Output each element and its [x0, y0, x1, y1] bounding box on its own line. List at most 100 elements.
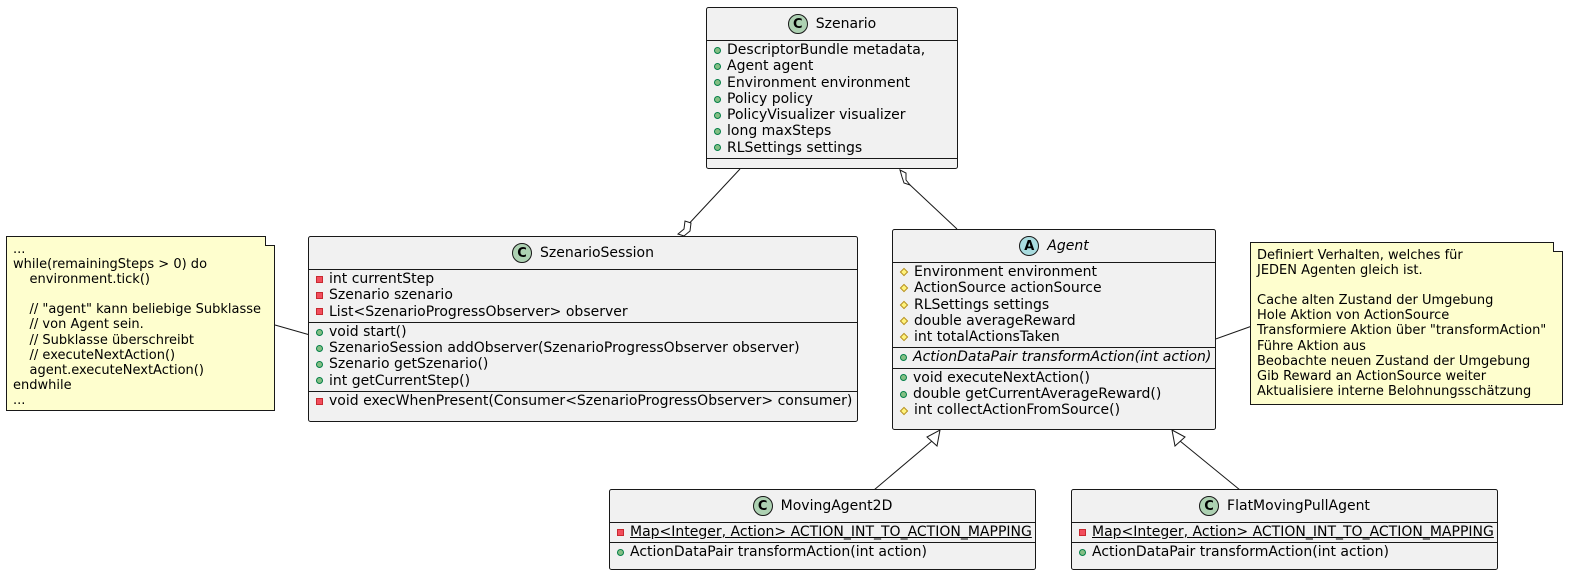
- public-visibility-icon: [714, 46, 721, 54]
- field-row: Environment environment: [707, 75, 957, 91]
- note-line: ...: [13, 392, 26, 408]
- methods-section: [707, 159, 957, 168]
- field-row: int currentStep: [309, 271, 857, 287]
- class-szenario[interactable]: C Szenario DescriptorBundle metadata, Ag…: [706, 7, 958, 169]
- note-line: ...: [13, 242, 26, 257]
- protected-visibility-icon: [900, 284, 908, 292]
- private-visibility-icon: [617, 528, 624, 536]
- field-row: Map<Integer, Action> ACTION_INT_TO_ACTIO…: [1072, 524, 1497, 540]
- class-szenario-session[interactable]: C SzenarioSession int currentStep Szenar…: [308, 236, 858, 422]
- field-row: double averageReward: [893, 313, 1215, 329]
- class-c-icon: C: [752, 496, 773, 516]
- abstract-methods-section: ActionDataPair transformAction(int actio…: [893, 348, 1215, 369]
- public-visibility-icon: [714, 144, 721, 152]
- class-agent[interactable]: A Agent Environment environment ActionSo…: [892, 229, 1216, 430]
- note-line: Transformiere Aktion über "transformActi…: [1257, 323, 1547, 339]
- fields-section: int currentStep Szenario szenario List<S…: [309, 270, 857, 323]
- abstract-a-icon: A: [1019, 236, 1040, 256]
- edge-moving-agent-inherit: [873, 440, 933, 491]
- public-visibility-icon: [617, 548, 624, 556]
- public-visibility-icon: [714, 79, 721, 87]
- method-row: ActionDataPair transformAction(int actio…: [1072, 544, 1497, 560]
- field-row: DescriptorBundle metadata,: [707, 42, 957, 58]
- class-header: C Szenario: [707, 8, 957, 41]
- edge-szenario-session: [683, 168, 741, 230]
- note-line: // "agent" kann beliebige Subklasse: [13, 302, 262, 318]
- private-visibility-icon: [316, 291, 323, 299]
- public-visibility-icon: [714, 62, 721, 70]
- method-row: void start(): [309, 324, 857, 340]
- note-line: environment.tick(): [13, 272, 150, 288]
- class-flat-moving-pull-agent[interactable]: C FlatMovingPullAgent Map<Integer, Actio…: [1071, 489, 1498, 570]
- note-line: JEDEN Agenten gleich ist.: [1257, 263, 1423, 279]
- class-c-icon: C: [512, 243, 533, 263]
- field-row: Environment environment: [893, 264, 1215, 280]
- field-row: Map<Integer, Action> ACTION_INT_TO_ACTIO…: [610, 524, 1035, 540]
- note-fold-corner: [265, 236, 275, 246]
- method-row: ActionDataPair transformAction(int actio…: [610, 544, 1035, 560]
- field-row: ActionSource actionSource: [893, 280, 1215, 296]
- private-visibility-icon: [316, 308, 323, 316]
- field-row: RLSettings settings: [707, 140, 957, 156]
- protected-visibility-icon: [900, 268, 908, 276]
- field-row: Agent agent: [707, 58, 957, 74]
- class-moving-agent-2d[interactable]: C MovingAgent2D Map<Integer, Action> ACT…: [609, 489, 1036, 570]
- note-line: Hole Aktion von ActionSource: [1257, 308, 1450, 324]
- fields-section: DescriptorBundle metadata, Agent agent E…: [707, 41, 957, 160]
- class-name: FlatMovingPullAgent: [1227, 498, 1370, 514]
- field-row: RLSettings settings: [893, 297, 1215, 313]
- protected-visibility-icon: [900, 407, 908, 415]
- inheritance-arrow-moving: [926, 429, 941, 447]
- fields-section: Environment environment ActionSource act…: [893, 263, 1215, 349]
- class-header: C SzenarioSession: [309, 237, 857, 270]
- class-name: MovingAgent2D: [780, 498, 893, 514]
- note-agent: Definiert Verhalten, welches für JEDEN A…: [1250, 242, 1563, 405]
- method-row: int collectActionFromSource(): [893, 402, 1215, 418]
- note-line: agent.executeNextAction(): [13, 362, 204, 378]
- class-name: Agent: [1047, 238, 1089, 254]
- methods-section: void executeNextAction() double getCurre…: [893, 369, 1215, 421]
- method-row: int getCurrentStep(): [309, 373, 857, 389]
- methods-section: void start() SzenarioSession addObserver…: [309, 323, 857, 393]
- method-row: ActionDataPair transformAction(int actio…: [893, 349, 1215, 365]
- class-name: Szenario: [815, 16, 877, 32]
- field-row: List<SzenarioProgressObserver> observer: [309, 304, 857, 320]
- public-visibility-icon: [714, 128, 721, 136]
- field-row: long maxSteps: [707, 123, 957, 139]
- field-row: Policy policy: [707, 91, 957, 107]
- method-row: SzenarioSession addObserver(SzenarioProg…: [309, 340, 857, 356]
- note-line: Aktualisiere interne Belohnungsschätzung: [1257, 383, 1532, 399]
- field-row: Szenario szenario: [309, 287, 857, 303]
- note-fold-corner: [1553, 242, 1563, 252]
- private-methods-section: void execWhenPresent(Consumer<SzenarioPr…: [309, 392, 857, 411]
- method-row: double getCurrentAverageReward(): [893, 386, 1215, 402]
- class-name: SzenarioSession: [540, 245, 654, 261]
- protected-visibility-icon: [900, 317, 908, 325]
- methods-section: ActionDataPair transformAction(int actio…: [610, 543, 1035, 562]
- fields-section: Map<Integer, Action> ACTION_INT_TO_ACTIO…: [610, 523, 1035, 544]
- method-row: void executeNextAction(): [893, 370, 1215, 386]
- public-visibility-icon: [900, 354, 907, 362]
- note-line: Gib Reward an ActionSource weiter: [1257, 368, 1487, 384]
- class-header: C MovingAgent2D: [610, 490, 1035, 523]
- class-c-icon: C: [1199, 496, 1220, 516]
- note-line: [13, 287, 268, 302]
- fields-section: Map<Integer, Action> ACTION_INT_TO_ACTIO…: [1072, 523, 1497, 544]
- private-visibility-icon: [1079, 528, 1086, 536]
- note-line: while(remainingSteps > 0) do: [13, 257, 208, 273]
- note-line: Definiert Verhalten, welches für: [1257, 248, 1463, 263]
- note-line: endwhile: [13, 377, 72, 393]
- public-visibility-icon: [316, 328, 323, 336]
- public-visibility-icon: [316, 361, 323, 369]
- public-visibility-icon: [1079, 548, 1086, 556]
- note-line: Führe Aktion aus: [1257, 338, 1366, 354]
- methods-section: ActionDataPair transformAction(int actio…: [1072, 543, 1497, 562]
- edge-flat-agent-inherit: [1179, 440, 1241, 491]
- private-visibility-icon: [316, 275, 323, 283]
- note-line: Cache alten Zustand der Umgebung: [1257, 293, 1494, 309]
- public-visibility-icon: [316, 377, 323, 385]
- protected-visibility-icon: [900, 301, 908, 309]
- note-line: // executeNextAction(): [13, 347, 176, 363]
- protected-visibility-icon: [900, 333, 908, 341]
- inheritance-arrow-flat: [1171, 429, 1186, 447]
